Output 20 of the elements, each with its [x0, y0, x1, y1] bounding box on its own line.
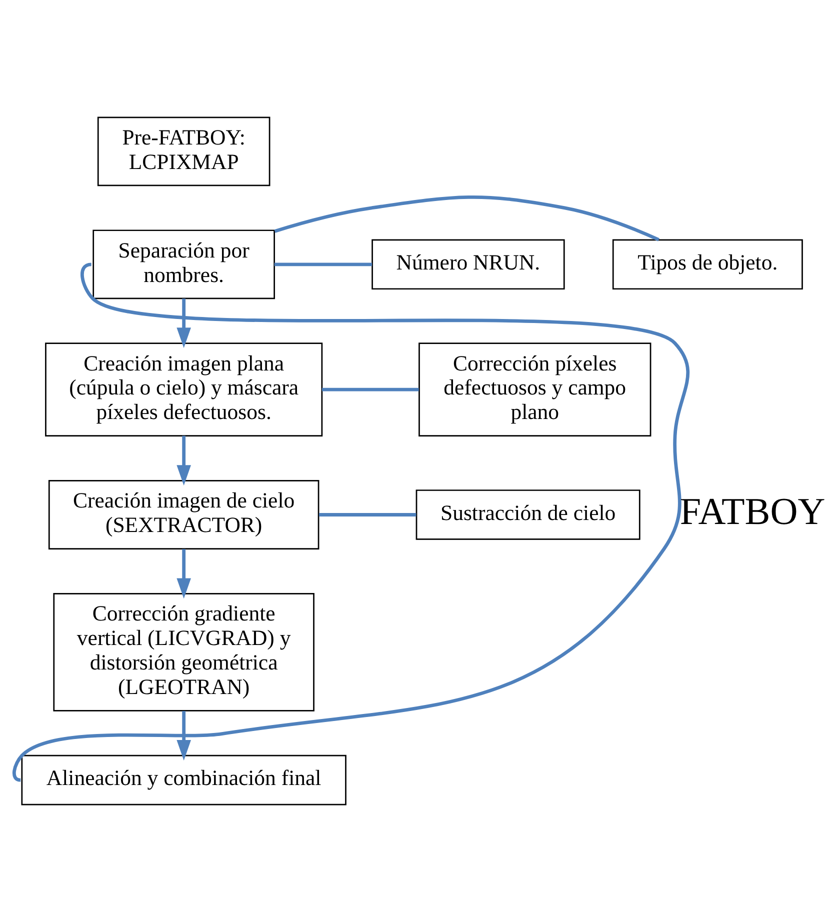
connector — [14, 263, 690, 781]
connector — [274, 196, 660, 242]
node-box: Sustracción de cielo — [416, 490, 640, 540]
arrow — [176, 710, 191, 760]
connector — [318, 513, 416, 516]
arrow — [176, 298, 191, 348]
edge-label: FATBOY — [680, 491, 826, 534]
node-box: Corrección gradiente vertical (LICVGRAD) y distorsión geométrica (LGEOTRAN) — [53, 592, 314, 712]
arrow — [176, 436, 191, 486]
node-box: Número NRUN. — [372, 239, 565, 290]
arrow — [176, 549, 191, 599]
node-box: Separación por nombres. — [92, 230, 275, 300]
node-box: Creación imagen de cielo (SEXTRACTOR) — [48, 480, 320, 550]
connector — [274, 262, 372, 266]
node-box: Tipos de objeto. — [612, 239, 803, 290]
node-box: Alineación y combinación final — [21, 754, 346, 806]
connector — [322, 388, 419, 392]
node-box: Pre-FATBOY: LCPIXMAP — [97, 116, 270, 186]
node-box: Corrección píxeles defectuosos y campo plano — [418, 342, 652, 436]
node-box: Creación imagen plana (cúpula o cielo) y máscara píxeles defectuosos. — [45, 342, 323, 436]
